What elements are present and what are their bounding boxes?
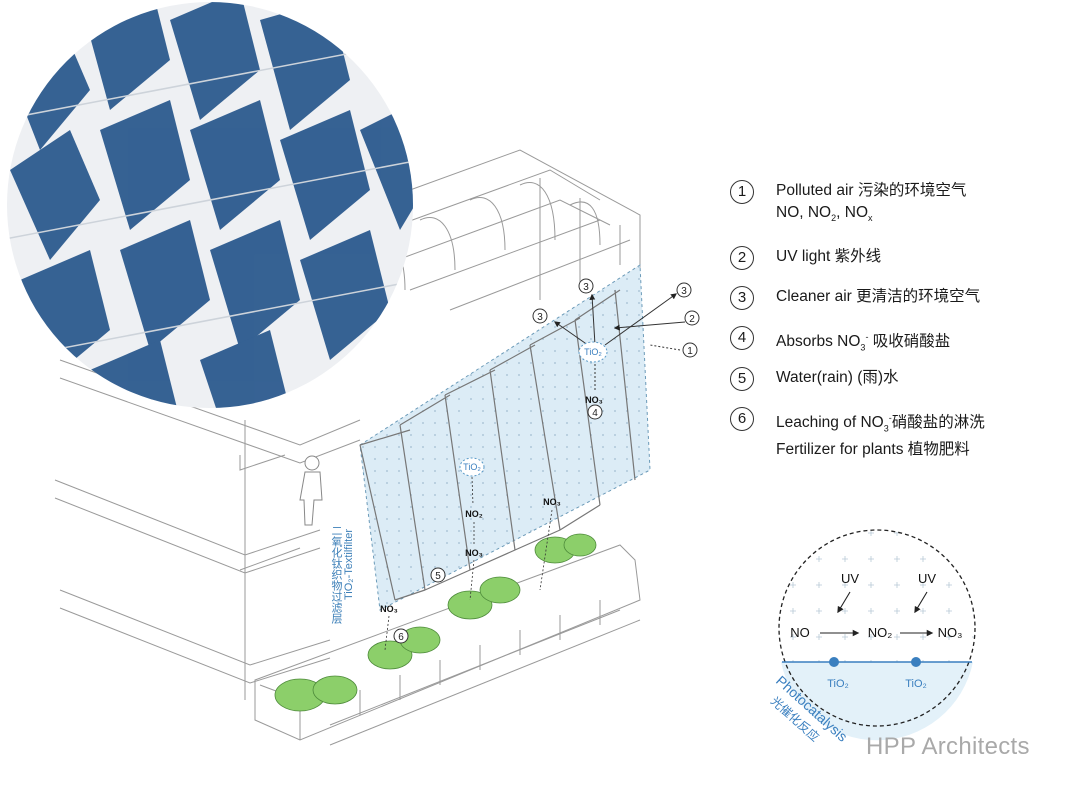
filter-label-en: TiO₂-Textilfilter [343, 529, 355, 600]
uv-label-2: UV [918, 571, 936, 586]
no2-label-mid: NO₂ [465, 509, 483, 519]
marker-2: 2 [684, 310, 700, 326]
legend-item-6: 6 Leaching of NO3-硝酸盐的淋洗 Fertilizer for … [730, 407, 985, 461]
no-label: NO [790, 625, 810, 640]
person-figure [299, 455, 323, 526]
filter-fins [359, 289, 636, 601]
building-drawing [54, 149, 641, 746]
svg-text:6: 6 [398, 632, 404, 643]
tio2-label-mid: TiO₂ [463, 462, 481, 472]
svg-text:3: 3 [537, 312, 543, 323]
no2-label: NO₂ [868, 625, 893, 640]
tio2-label-2: TiO₂ [905, 678, 927, 690]
facade-photo [7, 2, 413, 408]
marker-6: 6 [393, 628, 409, 644]
svg-text:5: 5 [435, 571, 441, 582]
svg-text:3: 3 [681, 286, 687, 297]
marker-3b: 3 [578, 278, 594, 294]
legend-number-5: 5 [730, 367, 754, 391]
tio2-label-1: TiO₂ [827, 678, 849, 690]
no3-label: NO₃ [938, 625, 963, 640]
legend-text-4: Absorbs NO3- 吸收硝酸盐 [776, 332, 951, 353]
no3-label-right: NO₃ [543, 497, 561, 507]
photocatalysis-diagram: UV UV NO NO₂ NO₃ TiO₂ TiO₂ Photocatalysi… [768, 529, 976, 745]
legend-number-6: 6 [730, 407, 754, 431]
legend-item-3: 3 Cleaner air 更清洁的环境空气 [730, 286, 980, 310]
no3-label-mid: NO₃ [465, 548, 483, 558]
marker-5: 5 [430, 567, 446, 583]
legend-item-2: 2 UV light 紫外线 [730, 246, 881, 270]
legend-item-4: 4 Absorbs NO3- 吸收硝酸盐 [730, 326, 950, 358]
marker-4: 4 [587, 404, 603, 420]
svg-text:1: 1 [687, 346, 693, 357]
legend-number-3: 3 [730, 286, 754, 310]
no3-label-left: NO₃ [380, 604, 398, 614]
tio2-label-top: TiO₂ [584, 347, 602, 357]
legend-text-6: Leaching of NO3-硝酸盐的淋洗 [776, 413, 985, 434]
no3-label-top: NO₃ [585, 395, 603, 405]
watermark: HPP Architects [866, 733, 1030, 760]
marker-3a: 3 [532, 308, 548, 324]
legend-text-5: Water(rain) (雨)水 [776, 369, 899, 386]
legend-item-1: 1 Polluted air 污染的环境空气 NO, NO2, NOx [730, 180, 966, 229]
legend-text-3: Cleaner air 更清洁的环境空气 [776, 288, 981, 305]
svg-text:2: 2 [689, 314, 695, 325]
floor-slabs [54, 359, 361, 700]
filter-label-cn: 二氧化钛织物过滤层 [330, 525, 343, 625]
planter-box [254, 544, 641, 746]
legend-text-1b: NO, NO2, NOx [776, 204, 873, 224]
legend-text-2: UV light 紫外线 [776, 248, 882, 265]
legend-text-1: Polluted air 污染的环境空气 [776, 182, 967, 199]
textile-filter-panel [359, 264, 651, 611]
legend-number-4: 4 [730, 326, 754, 350]
diagram-markers: 1 2 3 3 3 4 5 6 [393, 278, 700, 644]
legend-number-1: 1 [730, 180, 754, 204]
filter-label: 二氧化钛织物过滤层 TiO₂-Textilfilter [330, 525, 355, 625]
panel-chem-labels: TiO₂ NO₃ TiO₂ NO₂ NO₃ NO₃ NO₃ [380, 341, 608, 651]
plants [274, 533, 597, 712]
uv-label-1: UV [841, 571, 859, 586]
legend-item-5: 5 Water(rain) (雨)水 [730, 367, 899, 391]
marker-3c: 3 [676, 282, 692, 298]
svg-text:4: 4 [592, 408, 598, 419]
svg-text:3: 3 [583, 282, 589, 293]
legend-text-6b: Fertilizer for plants 植物肥料 [776, 441, 970, 459]
marker-1: 1 [682, 342, 698, 358]
legend-number-2: 2 [730, 246, 754, 270]
